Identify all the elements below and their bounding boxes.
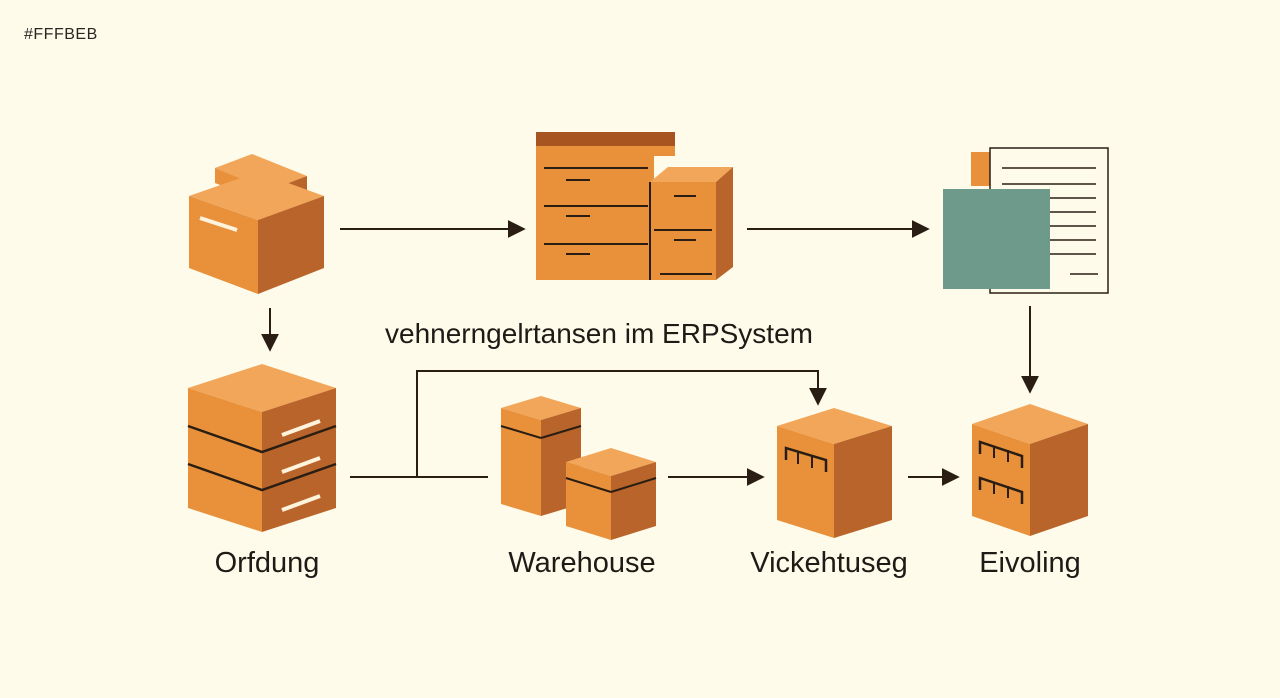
label-eivoling: Eivoling — [979, 547, 1081, 579]
color-tag-text: #FFFBEB — [24, 26, 98, 43]
eivoling-icon — [972, 404, 1088, 536]
label-warehouse: Warehouse — [508, 547, 656, 579]
document-icon — [943, 147, 1109, 294]
erp-cabinet-icon — [536, 132, 733, 280]
vickehtuseg-icon — [777, 408, 892, 538]
label-orfdung: Orfdung — [214, 547, 320, 579]
warehouse-icon — [500, 396, 657, 540]
erp-annotation: vehnerngelrtansen im ERPSystem — [385, 318, 813, 349]
orfdung-icon — [187, 364, 337, 532]
arrow-branch-to-vickehtuseg — [416, 370, 827, 477]
label-vickehtuseg: Vickehtuseg — [750, 547, 908, 579]
order-box-icon — [189, 154, 324, 294]
